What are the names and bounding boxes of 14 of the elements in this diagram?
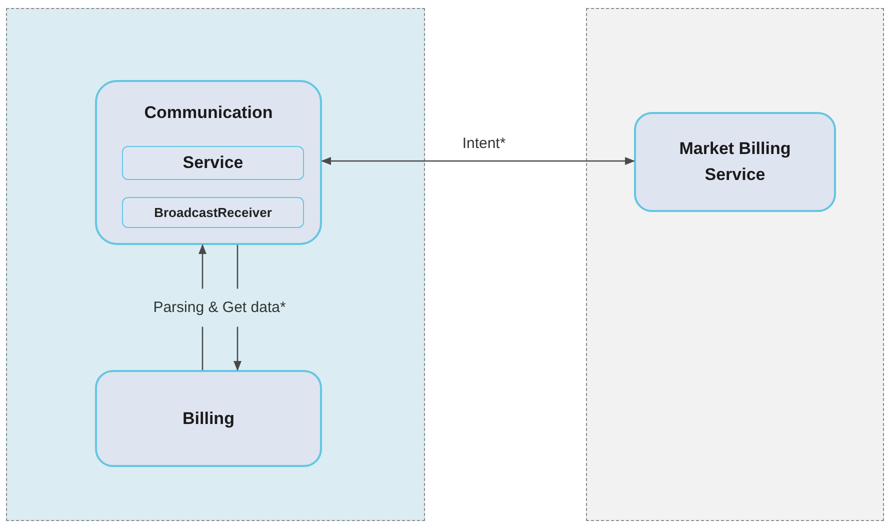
component-box <box>95 370 322 467</box>
component-box <box>122 146 304 180</box>
node-label: Billing <box>182 408 234 430</box>
node-label: Market Billing Service <box>678 138 792 186</box>
component-box <box>95 80 322 245</box>
node-label: Service <box>182 152 244 174</box>
node-label: Communication <box>144 102 273 124</box>
node-label: BroadcastReceiver <box>154 204 272 222</box>
container-region <box>586 8 884 521</box>
component-box <box>122 197 304 228</box>
edge-label: Intent* <box>461 134 507 154</box>
connector-arrow <box>321 157 635 165</box>
component-box <box>634 112 836 212</box>
container-region <box>6 8 425 521</box>
